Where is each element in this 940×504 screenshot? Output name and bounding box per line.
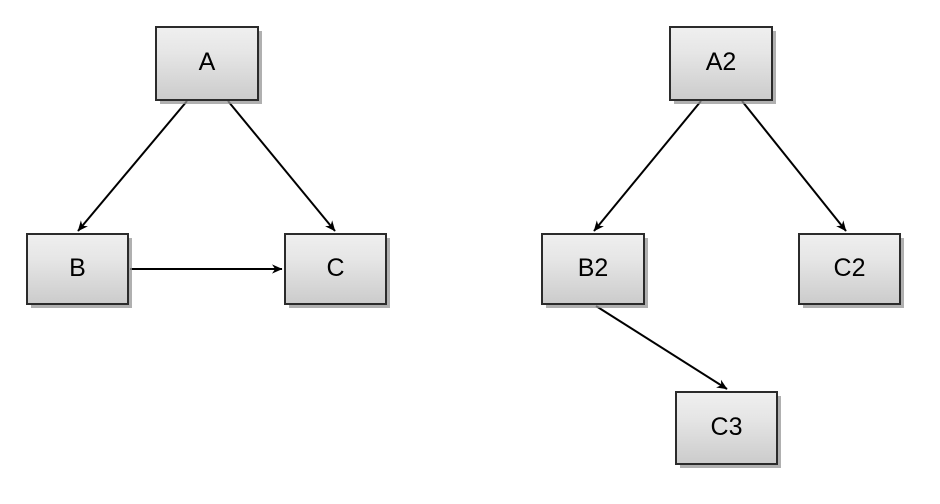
node-label-a2: A2 bbox=[705, 48, 737, 76]
node-label-b: B bbox=[69, 253, 86, 282]
node-c2[interactable]: C2 bbox=[798, 233, 901, 305]
node-label-c2: C2 bbox=[833, 253, 866, 282]
edge-a-b[interactable] bbox=[77, 100, 188, 232]
edge-a-c[interactable] bbox=[227, 100, 336, 232]
node-c[interactable]: C bbox=[284, 233, 387, 305]
node-c3[interactable]: C3 bbox=[675, 391, 778, 465]
edge-a2-c2[interactable] bbox=[741, 100, 847, 232]
edges-group bbox=[77, 100, 847, 390]
edge-a2-b2[interactable] bbox=[593, 100, 702, 232]
node-a[interactable]: A bbox=[155, 26, 259, 101]
edge-b2-c3[interactable] bbox=[595, 305, 728, 390]
node-b2[interactable]: B2 bbox=[541, 233, 645, 305]
node-label-c3: C3 bbox=[710, 412, 743, 441]
node-label-a: A bbox=[198, 48, 216, 76]
node-b[interactable]: B bbox=[26, 233, 129, 305]
node-a2[interactable]: A2 bbox=[669, 26, 773, 101]
node-label-b2: B2 bbox=[577, 253, 609, 282]
node-label-c: C bbox=[326, 253, 345, 282]
